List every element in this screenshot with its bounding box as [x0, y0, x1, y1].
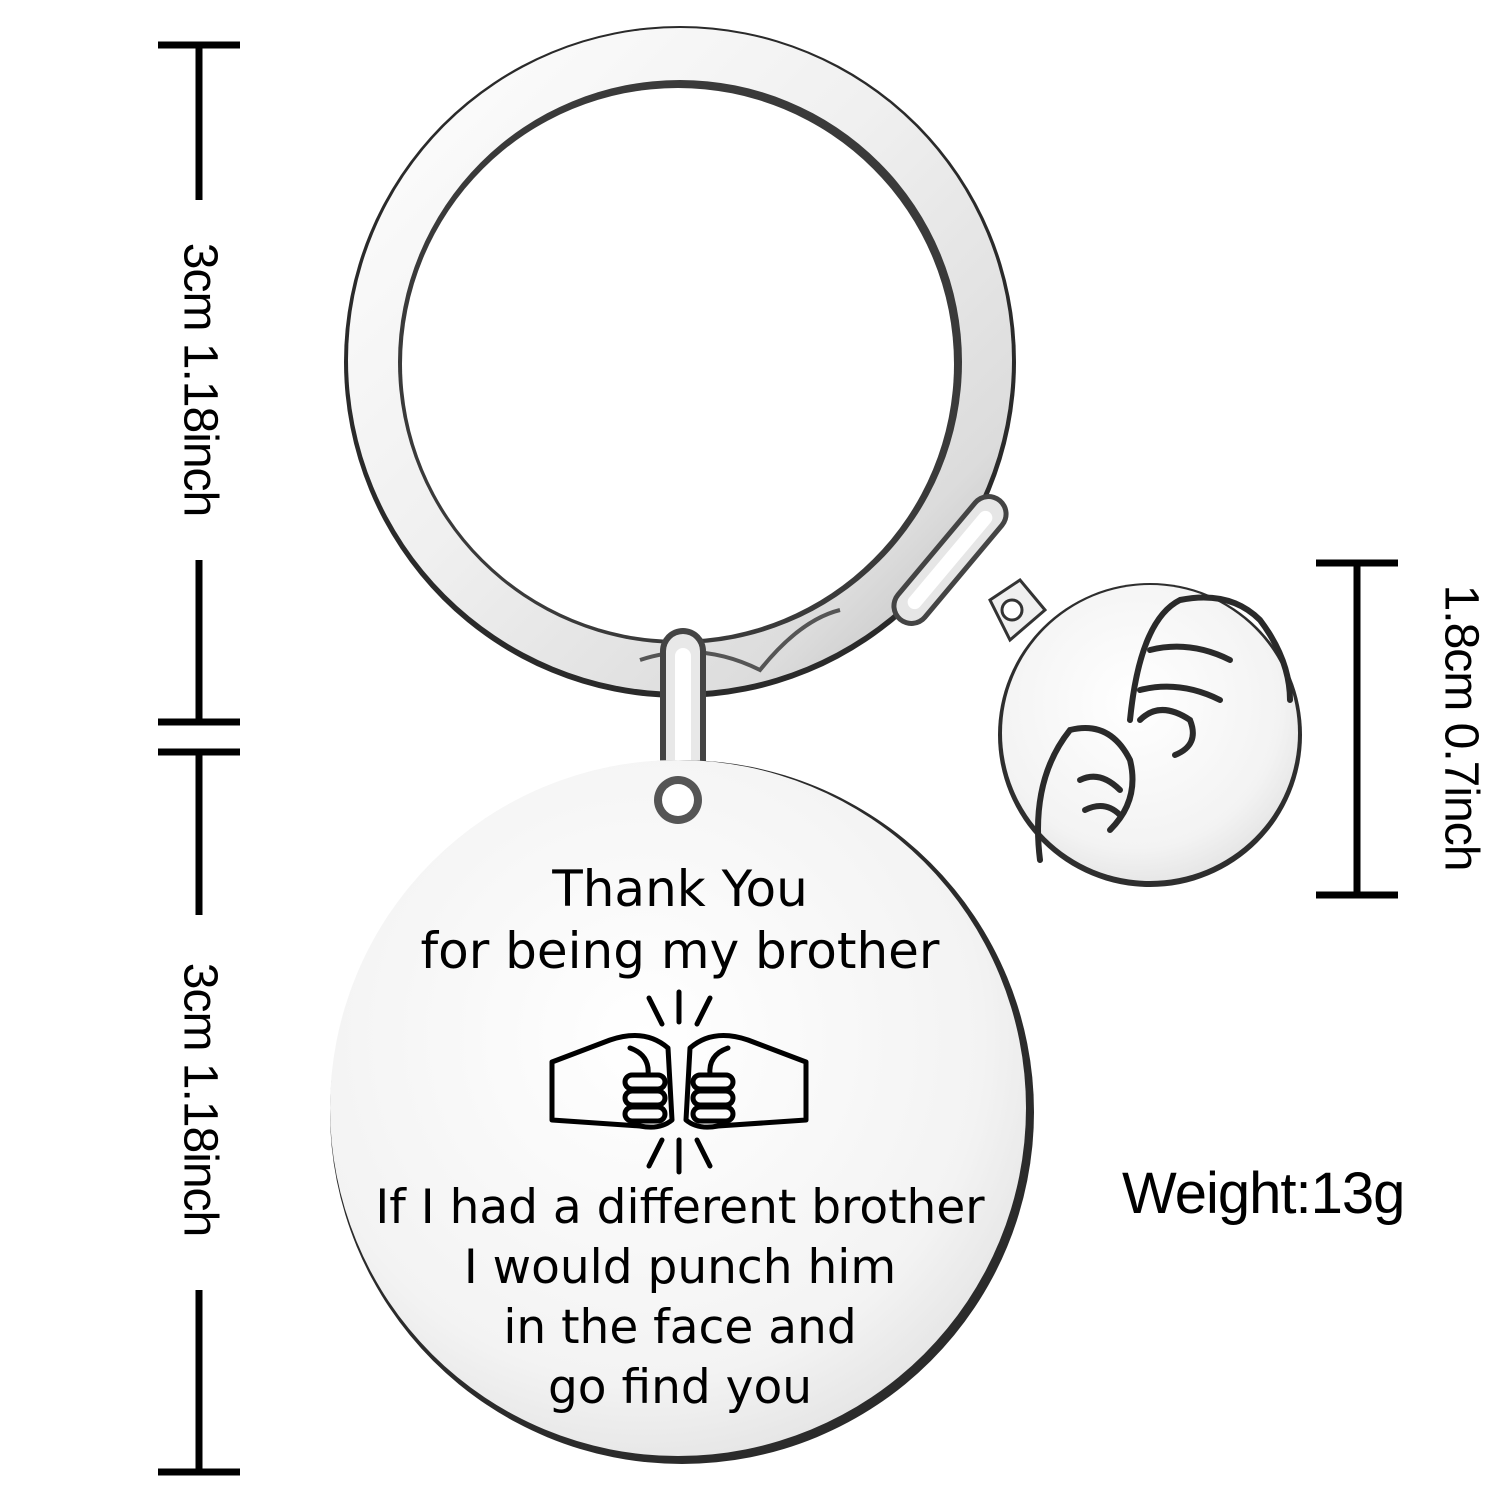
pinky-promise-icon: [1035, 594, 1293, 863]
lower-dimension-bracket: [158, 748, 240, 1476]
main-tag-disc: [330, 760, 1034, 1464]
charm-jump-ring: [891, 494, 1009, 626]
split-key-ring: [344, 26, 1016, 698]
upper-dimension-bracket: [158, 41, 240, 726]
tag-line-5: in the face and: [503, 1300, 857, 1355]
pinky-promise-charm: [988, 578, 1302, 887]
upper-dimension-label: 3cm 1.18inch: [173, 242, 227, 517]
tag-line-2: for being my brother: [420, 922, 940, 980]
charm-dimension-label: 1.8cm 0.7inch: [1434, 584, 1488, 871]
tag-line-4: I would punch him: [463, 1240, 897, 1295]
lower-dimension-label: 3cm 1.18inch: [173, 962, 227, 1237]
tag-line-3: If I had a different brother: [375, 1180, 985, 1235]
charm-dimension-bracket: [1316, 559, 1398, 899]
weight-label: Weight:13g: [1122, 1161, 1405, 1226]
tag-line-1: Thank You: [552, 860, 808, 918]
tag-line-6: go find you: [547, 1360, 813, 1415]
fist-bump-icon: [549, 989, 809, 1175]
